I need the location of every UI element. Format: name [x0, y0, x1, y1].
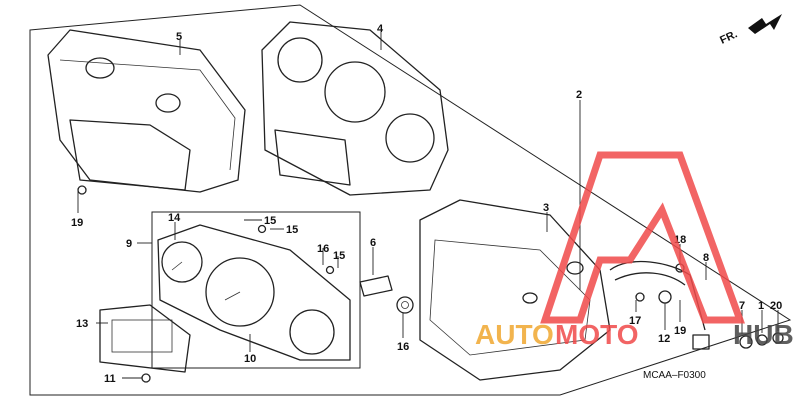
- callout-10: 10: [244, 353, 256, 365]
- callout-1: 1: [758, 300, 764, 312]
- callout-5: 5: [176, 31, 182, 43]
- leader-lines: [77, 32, 779, 379]
- callout-8: 8: [703, 252, 709, 264]
- callout-15-a: 15: [264, 215, 276, 227]
- callout-17: 17: [629, 315, 641, 327]
- callout-13: 13: [76, 318, 88, 330]
- callout-7: 7: [739, 300, 745, 312]
- fr-arrow-icon: [748, 14, 782, 34]
- callout-15-b: 15: [286, 224, 298, 236]
- callout-6: 6: [370, 237, 376, 249]
- part-4-meter-panel: [261, 21, 449, 196]
- watermark-text-auto: AUTO: [475, 319, 554, 350]
- watermark-text-moto: MOTO: [555, 319, 638, 350]
- callout-16-a: 16: [317, 243, 329, 255]
- callout-19-b: 19: [674, 325, 686, 337]
- callout-4: 4: [377, 23, 384, 35]
- callout-11: 11: [104, 373, 116, 385]
- watermark-text-hub: HUB: [733, 319, 794, 350]
- diagram-code: MCAA–F0300: [643, 370, 706, 381]
- callout-2: 2: [576, 89, 582, 101]
- callout-14: 14: [168, 212, 181, 224]
- part-13-lcd-display: [99, 304, 191, 373]
- callout-12: 12: [658, 333, 670, 345]
- callout-labels: 5 4 2 19 9 14 15 15 16 15 6 3 18 8 13 10…: [71, 23, 782, 385]
- callout-16-b: 16: [397, 341, 409, 353]
- watermark: AUTO MOTO HUB: [475, 151, 794, 350]
- part-3-meter-case: [419, 199, 611, 381]
- front-direction-indicator: FR.: [718, 14, 782, 47]
- callout-9: 9: [126, 238, 132, 250]
- fr-label: FR.: [718, 28, 739, 46]
- watermark-logo-icon: [540, 151, 745, 324]
- callout-15-c: 15: [333, 250, 345, 262]
- part-9-meter-cluster: [157, 224, 351, 361]
- callout-20: 20: [770, 300, 782, 312]
- part-5-rear-cover: [47, 29, 246, 193]
- callout-19-a: 19: [71, 217, 83, 229]
- callout-3: 3: [543, 202, 549, 214]
- subassembly-frame-9: [151, 211, 361, 369]
- assembly-frame: [29, 4, 792, 396]
